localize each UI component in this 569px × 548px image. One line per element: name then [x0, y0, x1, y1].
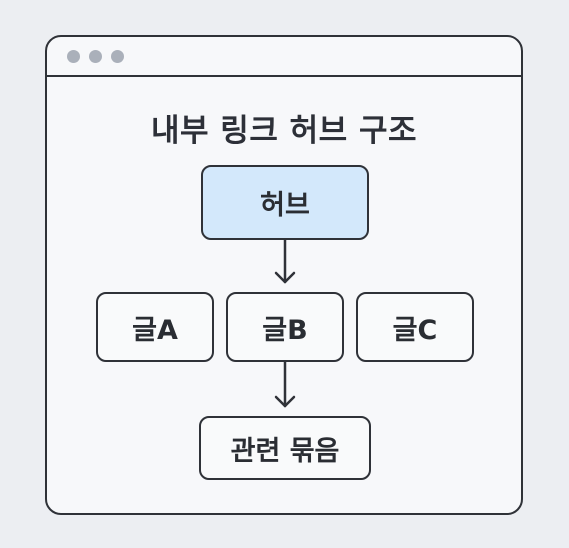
diagram-title: 내부 링크 허브 구조: [150, 113, 418, 149]
post-c-node: 글C: [356, 292, 474, 362]
window-titlebar: [47, 37, 521, 77]
post-b-node: 글B: [226, 292, 344, 362]
hub-node: 허브: [201, 165, 369, 240]
window-dot-icon: [67, 50, 80, 63]
arrow-hub-to-post-b: [274, 238, 296, 284]
window-dot-icon: [89, 50, 102, 63]
post-a-node: 글A: [96, 292, 214, 362]
browser-window: 내부 링크 허브 구조 허브 글A 글B 글C 관련 묶음: [45, 35, 523, 515]
window-dot-icon: [111, 50, 124, 63]
arrow-post-b-to-bundle: [274, 360, 296, 408]
related-bundle-node: 관련 묶음: [199, 416, 371, 480]
